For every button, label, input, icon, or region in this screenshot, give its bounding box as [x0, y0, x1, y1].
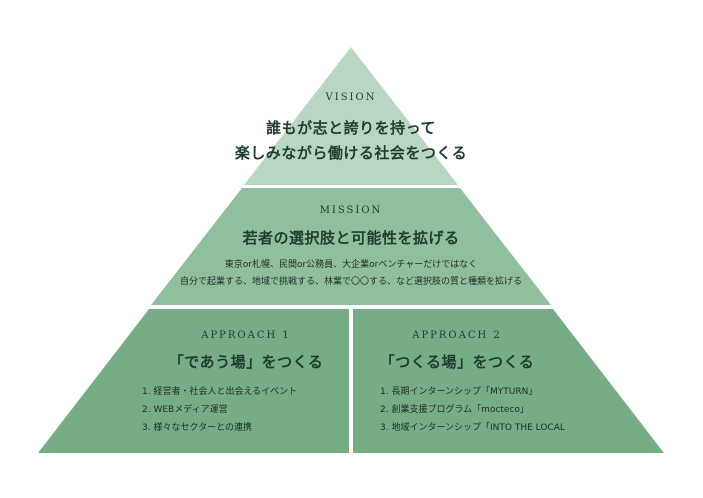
approach2-item-1: 1. 長期インターンシップ「MYTURN」 — [380, 387, 538, 397]
vision-label: VISION — [325, 92, 377, 103]
approach2-tier — [353, 309, 664, 453]
approach1-heading: 「であう場」をつくる — [168, 353, 324, 371]
approach2-item-2: 2. 創業支援プログラム「mocteco」 — [380, 405, 529, 415]
mission-body-line-2: 自分で起業する、地域で挑戦する、林業で〇〇する、など選択肢の質と種類を拡げる — [179, 277, 523, 287]
mission-body-line-1: 東京or札幌、民間or公務員、大企業orベンチャーだけではなく — [224, 260, 478, 270]
approach1-label: APPROACH 1 — [201, 330, 291, 341]
mission-tier — [151, 188, 551, 305]
approach2-label: APPROACH 2 — [412, 330, 502, 341]
approach1-item-1: 1. 経営者・社会人と出会えるイベント — [142, 387, 298, 397]
approach1-tier — [38, 309, 349, 453]
approach1-item-2: 2. WEBメディア運営 — [142, 405, 228, 415]
mission-heading: 若者の選択肢と可能性を拡げる — [242, 229, 460, 247]
vision-heading-line-1: 誰もが志と誇りを持って — [266, 119, 436, 137]
vision-tier — [244, 47, 458, 185]
vision-heading-line-2: 楽しみながら働ける社会をつくる — [234, 144, 468, 162]
approach2-heading: 「つくる場」をつくる — [379, 353, 535, 371]
mission-label: MISSION — [319, 205, 383, 216]
approach2-item-3: 3. 地域インターンシップ「INTO THE LOCAL — [380, 423, 565, 433]
approach1-item-3: 3. 様々なセクターとの連携 — [142, 423, 252, 433]
